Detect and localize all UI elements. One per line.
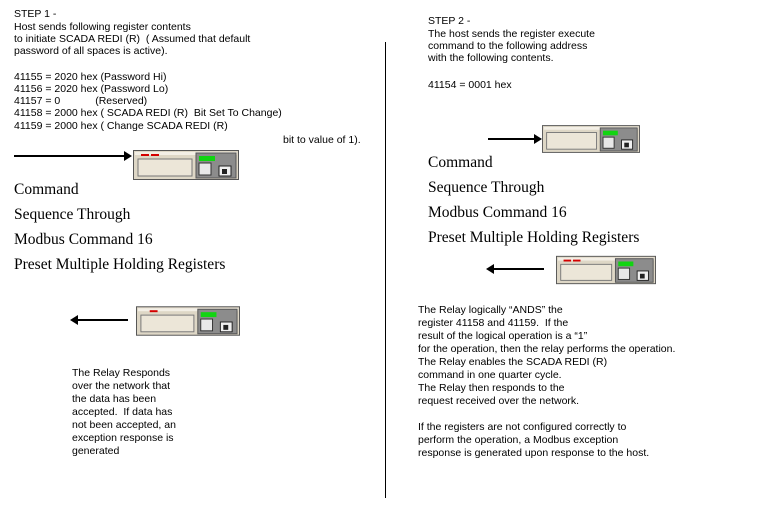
step1-command-line: Sequence Through — [14, 206, 131, 223]
step2-command-line: Preset Multiple Holding Registers — [428, 229, 640, 246]
step1-response-line: not been accepted, an — [72, 419, 176, 431]
step2-response-line: The Relay then responds to the — [418, 382, 565, 394]
arrow-right-icon — [488, 134, 542, 144]
step2-note-line: If the registers are not configured corr… — [418, 421, 627, 433]
register-line: 41159 = 2000 hex ( Change SCADA REDI (R) — [14, 120, 228, 132]
step1-intro-line: Host sends following register contents — [14, 21, 191, 33]
step2-command-line: Modbus Command 16 — [428, 204, 567, 221]
step1-response-line: exception response is — [72, 432, 174, 444]
step1-response-line: accepted. If data has — [72, 406, 173, 418]
arrow-right-icon — [14, 151, 132, 161]
step1-command-line: Preset Multiple Holding Registers — [14, 256, 226, 273]
register-line: bit to value of 1). — [283, 134, 361, 146]
step1-intro-line: to initiate SCADA REDI (R) ( Assumed tha… — [14, 33, 251, 45]
step2-response-line: request received over the network. — [418, 395, 580, 407]
step2-response-line: command in one quarter cycle. — [418, 369, 562, 381]
step2-intro-line: with the following contents. — [428, 52, 554, 64]
relay-device-icon — [133, 150, 239, 180]
relay-device-icon — [136, 306, 240, 336]
register-line: 41157 = 0 (Reserved) — [14, 95, 148, 107]
register-line: 41154 = 0001 hex — [428, 79, 512, 91]
register-line: 41156 = 2020 hex (Password Lo) — [14, 83, 169, 95]
register-line: 41158 = 2000 hex ( SCADA REDI (R) Bit Se… — [14, 107, 282, 119]
step2-intro-line: command to the following address — [428, 40, 588, 52]
step1-command-line: Command — [14, 181, 79, 198]
step2-title: STEP 2 - — [428, 15, 471, 27]
step2-response-line: The Relay logically “ANDS” the — [418, 304, 563, 316]
arrow-left-icon — [70, 315, 128, 325]
register-line: 41155 = 2020 hex (Password Hi) — [14, 71, 167, 83]
step1-command-line: Modbus Command 16 — [14, 231, 153, 248]
step1-response-line: generated — [72, 445, 120, 457]
step1-response-line: The Relay Responds — [72, 367, 171, 379]
step2-response-line: for the operation, then the relay perfor… — [418, 343, 676, 355]
step1-title: STEP 1 - — [14, 8, 57, 20]
step2-response-line: The Relay enables the SCADA REDI (R) — [418, 356, 608, 368]
column-divider — [385, 42, 386, 498]
relay-device-icon — [556, 255, 656, 285]
step2-response-line: register 41158 and 41159. If the — [418, 317, 569, 329]
step1-response-line: the data has been — [72, 393, 157, 405]
arrow-left-icon — [486, 264, 544, 274]
step1-intro-line: password of all spaces is active). — [14, 45, 168, 57]
step1-response-line: over the network that — [72, 380, 171, 392]
relay-device-icon — [542, 125, 640, 153]
step2-response-line: result of the logical operation is a “1” — [418, 330, 588, 342]
step2-note-line: response is generated upon response to t… — [418, 447, 650, 459]
step2-intro-line: The host sends the register execute — [428, 28, 595, 40]
step2-command-line: Sequence Through — [428, 179, 545, 196]
step2-command-line: Command — [428, 154, 493, 171]
step2-note-line: perform the operation, a Modbus exceptio… — [418, 434, 619, 446]
